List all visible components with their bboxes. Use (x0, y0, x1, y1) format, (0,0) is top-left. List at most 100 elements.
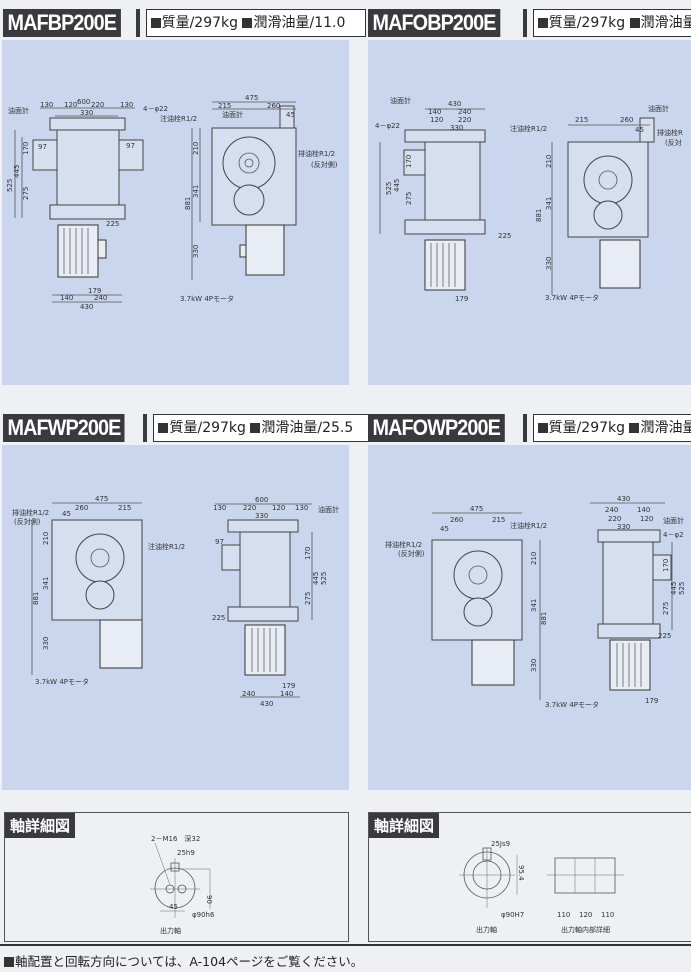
dim-label: 330 (42, 637, 50, 650)
dim-label: 45 (286, 111, 295, 119)
dim-label: 225 (212, 614, 225, 622)
mass: 質量/297kg (548, 420, 626, 436)
dim-label: 120 (430, 116, 443, 124)
divider (143, 414, 148, 442)
dim-label: 275 (662, 602, 670, 615)
dim-label: 881 (540, 612, 548, 625)
dim-label: 179 (455, 295, 468, 303)
dim-label: 225 (498, 232, 511, 240)
section-header: MAFBP200E 質量/297kg 潤滑油量/11.0 (3, 8, 366, 38)
dim-label: 600 (77, 98, 90, 106)
spec-box: 質量/297kg 潤滑油量/25.5 (153, 414, 372, 442)
holes-label: 4－φ2 (663, 531, 684, 539)
dim-label: 120 (579, 911, 592, 919)
fill-plug-label: 注油栓R1/2 (510, 521, 547, 530)
dim-label: φ90h6 (192, 911, 215, 919)
dim-label: 341 (530, 599, 538, 612)
dim-label: 215 (492, 516, 505, 524)
drain-plug-label: 排油栓R1/2 (12, 508, 49, 517)
fill-plug-label: 注油栓R1/2 (510, 124, 547, 133)
key-label: 25h9 (177, 849, 195, 857)
dim-label: 45 (62, 510, 71, 518)
dim-label: 475 (470, 505, 483, 513)
drain-plug-label: 排油栓R (657, 128, 683, 137)
mass: 質量/297kg (161, 15, 239, 31)
dim-label: 97 (126, 142, 135, 150)
shaft-drawing: 25Js9 95.4 φ90H7 出力軸 110 120 110 出力軸内部詳細 (459, 840, 624, 934)
dim-label: 225 (658, 632, 671, 640)
caption: 出力軸 (476, 925, 497, 934)
dim-label: 220 (91, 101, 104, 109)
divider (135, 9, 140, 37)
dimension-drawing: 475 260 215 45 注油栓R1/2 排油栓R1/2 (反対側) 210… (385, 495, 686, 709)
dim-label: 220 (608, 515, 621, 523)
dim-label: 45 (440, 525, 449, 533)
dim-label: 600 (255, 496, 268, 504)
oil-gauge-label: 油面計 (318, 505, 339, 514)
holes-label: 4－φ22 (143, 105, 168, 113)
dim-label: 445 (393, 179, 401, 192)
section-header: MAFOWP200E 質量/297kg 潤滑油量/25 (368, 413, 691, 443)
dim-label: 120 (640, 515, 653, 523)
dim-label: 430 (448, 100, 461, 108)
drain-plug-label: 排油栓R1/2 (298, 149, 335, 158)
dim-label: 330 (450, 124, 463, 132)
section-header: MAFWP200E 質量/297kg 潤滑油量/25.5 (3, 413, 372, 443)
dim-label: 525 (385, 182, 393, 195)
divider (522, 414, 527, 442)
oil-volume: 潤滑油量/25.5 (261, 420, 354, 436)
dim-label: 445 (670, 582, 678, 595)
dimension-drawing: 油面計 430 140 240 120 220 330 4－φ22 170 52… (375, 96, 683, 303)
oil-gauge-label: 油面計 (663, 516, 684, 525)
dim-label: 475 (245, 94, 258, 102)
dim-label: 430 (260, 700, 273, 708)
dim-label: 275 (304, 592, 312, 605)
dim-label: 179 (88, 287, 101, 295)
dim-label: 240 (242, 690, 255, 698)
spec-box: 質量/297kg 潤滑油量/11.0 (145, 9, 366, 37)
dim-label: 130 (120, 101, 133, 109)
oil-gauge-label: 油面計 (222, 110, 243, 119)
dim-label: 240 (605, 506, 618, 514)
drawing-panel-mafbp: 600 130 120 220 130 330 油面計 4－φ22 97 97 … (2, 40, 349, 385)
dim-label: 170 (405, 155, 413, 168)
spec-box: 質量/297kg 潤滑油量/25 (532, 414, 691, 442)
motor-label: 3.7kW 4Pモータ (180, 294, 234, 303)
dim-label: 260 (75, 504, 88, 512)
dim-label: 215 (218, 102, 231, 110)
section-header: MAFOBP200E 質量/297kg 潤滑油量/11 (368, 8, 691, 38)
dim-label: 215 (118, 504, 131, 512)
dim-label: 130 (213, 504, 226, 512)
dim-label: 215 (575, 116, 588, 124)
dim-label: 240 (458, 108, 471, 116)
dim-label: 330 (80, 109, 93, 117)
spec-box: 質量/297kg 潤滑油量/11 (532, 9, 691, 37)
model-name: MAFWP200E (3, 414, 125, 442)
dim-label: 179 (282, 682, 295, 690)
dim-label: 45 (635, 126, 644, 134)
oil-volume: 潤滑油量/25 (640, 420, 691, 436)
caption: 出力軸内部詳細 (561, 925, 610, 934)
dim-label: 341 (192, 185, 200, 198)
motor-label: 3.7kW 4Pモータ (35, 677, 89, 686)
dim-label: 881 (184, 197, 192, 210)
dim-label: 210 (42, 532, 50, 545)
oil-gauge-label: 油面計 (390, 96, 411, 105)
dim-label: 97 (215, 538, 224, 546)
dim-label: 240 (94, 294, 107, 302)
dim-label: 95.4 (517, 865, 525, 881)
dim-label: 445 (13, 165, 21, 178)
motor-label: 3.7kW 4Pモータ (545, 293, 599, 302)
dim-label: 275 (405, 192, 413, 205)
tap-label: 2－M16 深32 (151, 834, 200, 843)
dim-label: 170 (22, 142, 30, 155)
oil-gauge-label: 油面計 (648, 104, 669, 113)
dim-label: 120 (272, 504, 285, 512)
dim-label: 430 (617, 495, 630, 503)
dim-label: 140 (280, 690, 293, 698)
key-label: 25Js9 (491, 840, 510, 848)
dim-label: 170 (662, 559, 670, 572)
oil-volume: 潤滑油量/11 (640, 15, 691, 31)
divider (522, 9, 527, 37)
